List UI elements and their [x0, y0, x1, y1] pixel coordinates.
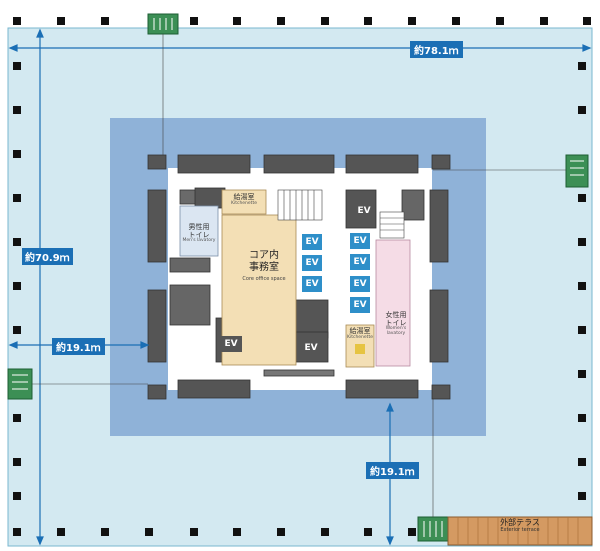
ev-right-3: EV [350, 276, 370, 292]
total-width-label: 約78.1ｍ [410, 41, 463, 58]
core-office-label: コア内 事務室 Core office space [234, 250, 294, 282]
kitchenette-right-label: 給湯室 Kitchenette [346, 327, 374, 341]
kitchenette-top [221, 189, 267, 215]
mens-toilet-en: Men's lavatory [182, 238, 216, 244]
ev-left-3: EV [302, 276, 322, 292]
core-office-space [221, 214, 297, 366]
mens-toilet-area [179, 205, 219, 257]
exit-stair-bottom [417, 516, 449, 542]
ev-left-1: EV [302, 234, 322, 250]
terrace-jp: 外部テラス [500, 518, 540, 527]
south-depth-label: 約19.1ｍ [366, 462, 419, 479]
west-depth-label: 約19.1ｍ [52, 338, 105, 355]
ev-service-3: EV [300, 340, 322, 356]
kitchenette-top-jp: 給湯室 [233, 193, 255, 201]
ev-right-2: EV [350, 254, 370, 270]
total-height-label: 約70.9ｍ [22, 248, 73, 265]
accessible-toilet-icon [355, 344, 365, 354]
womens-toilet-area [375, 239, 411, 367]
exit-stair-right [565, 154, 589, 188]
core-office-en: Core office space [242, 276, 286, 282]
womens-toilet-jp: 女性用 トイレ [385, 311, 407, 327]
exit-stair-top [147, 13, 179, 35]
dimension-lines [8, 28, 592, 546]
ev-service-2: EV [220, 336, 242, 352]
mens-toilet-jp: 男性用 トイレ [188, 223, 210, 239]
mens-toilet-label: 男性用 トイレ Men's lavatory [180, 223, 218, 244]
kitchenette-top-label: 給湯室 Kitchenette [222, 193, 266, 207]
ev-left-2: EV [302, 255, 322, 271]
kitchenette-right-en: Kitchenette [347, 334, 373, 340]
exit-stair-left [7, 368, 33, 400]
womens-toilet-label: 女性用 トイレ Women's lavatory [380, 311, 412, 337]
kitchenette-right-jp: 給湯室 [349, 327, 371, 335]
ev-right-1: EV [350, 233, 370, 249]
terrace-en: Exterior terrace [500, 526, 540, 533]
kitchenette-top-en: Kitchenette [231, 200, 257, 206]
core-stairs [277, 189, 405, 239]
terrace-label: 外部テラス Exterior terrace [470, 518, 570, 533]
perimeter-columns [13, 17, 591, 536]
ev-right-4: EV [350, 297, 370, 313]
womens-toilet-en: Women's lavatory [385, 326, 407, 337]
core-office-jp: コア内 事務室 [249, 250, 279, 273]
ev-service-1: EV [353, 203, 375, 219]
